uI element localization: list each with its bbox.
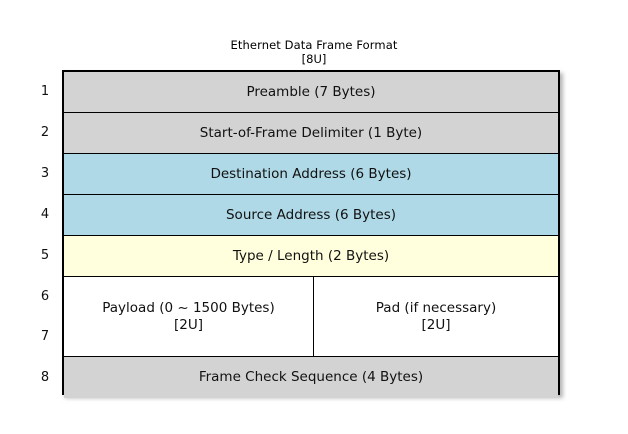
diagram-title: Ethernet Data Frame Format [8U]	[0, 38, 628, 66]
frame-field-payload-title: Payload (0 ~ 1500 Bytes)	[102, 299, 275, 316]
frame-field-payload-label: Payload (0 ~ 1500 Bytes) [2U]	[102, 300, 275, 334]
ethernet-frame-table: Preamble (7 Bytes) Start-of-Frame Delimi…	[62, 70, 560, 398]
row-number-3: 3	[40, 166, 50, 181]
row-number-gutter: 1 2 3 4 5 6 7 8	[30, 70, 60, 395]
frame-field-payload-pad-row: Payload (0 ~ 1500 Bytes) [2U] Pad (if ne…	[64, 277, 558, 357]
frame-field-payload-subtitle: [2U]	[173, 316, 203, 333]
diagram-title-main: Ethernet Data Frame Format	[230, 38, 398, 52]
frame-field-preamble-label: Preamble (7 Bytes)	[246, 83, 376, 100]
row-number-6: 6	[40, 289, 50, 304]
row-number-7: 7	[40, 329, 50, 344]
frame-field-pad-subtitle: [2U]	[421, 316, 451, 333]
frame-field-type-length-label: Type / Length (2 Bytes)	[232, 247, 390, 264]
frame-field-pad-title: Pad (if necessary)	[375, 299, 497, 316]
frame-field-frame-check-sequence-label: Frame Check Sequence (4 Bytes)	[198, 369, 424, 385]
row-number-4: 4	[40, 207, 50, 222]
frame-field-pad: Pad (if necessary) [2U]	[314, 277, 558, 356]
row-number-8: 8	[40, 370, 50, 385]
frame-field-preamble: Preamble (7 Bytes)	[64, 72, 558, 113]
frame-field-type-length: Type / Length (2 Bytes)	[64, 236, 558, 277]
frame-field-destination-address: Destination Address (6 Bytes)	[64, 154, 558, 195]
row-number-1: 1	[40, 84, 50, 99]
frame-field-sfd-label: Start-of-Frame Delimiter (1 Byte)	[199, 124, 423, 141]
row-number-5: 5	[40, 248, 50, 263]
frame-field-sfd: Start-of-Frame Delimiter (1 Byte)	[64, 113, 558, 154]
frame-field-frame-check-sequence: Frame Check Sequence (4 Bytes)	[64, 357, 558, 398]
row-number-2: 2	[40, 125, 50, 140]
frame-field-source-address: Source Address (6 Bytes)	[64, 195, 558, 236]
frame-field-pad-label: Pad (if necessary) [2U]	[376, 300, 496, 334]
frame-field-destination-address-label: Destination Address (6 Bytes)	[210, 165, 412, 182]
frame-field-source-address-label: Source Address (6 Bytes)	[225, 206, 396, 223]
diagram-title-subtitle: [8U]	[301, 52, 327, 66]
frame-field-payload: Payload (0 ~ 1500 Bytes) [2U]	[64, 277, 314, 356]
